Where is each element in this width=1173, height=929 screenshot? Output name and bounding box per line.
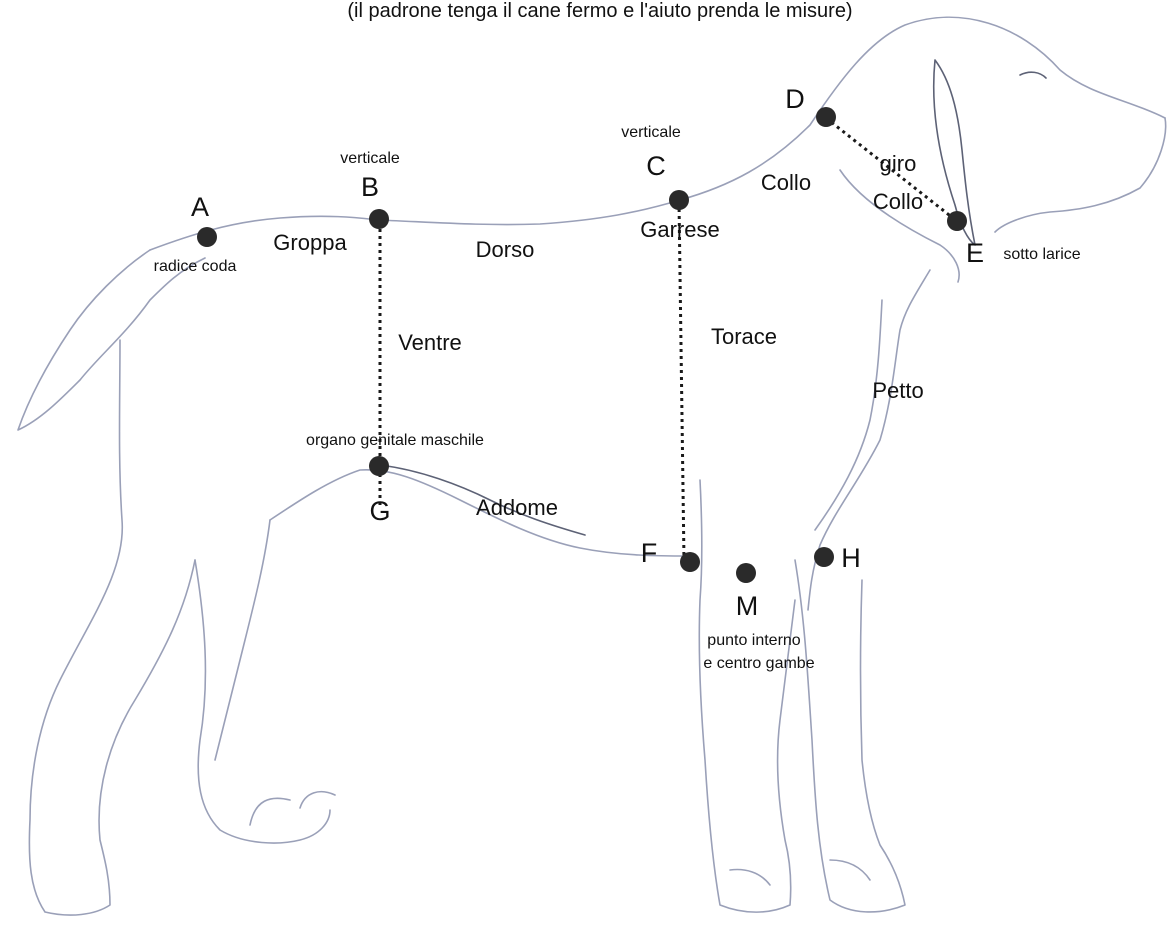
point-m: [736, 563, 756, 583]
label-collo: Collo: [761, 170, 811, 195]
label-giro-line1: giro: [880, 151, 917, 176]
hind-paw: [250, 792, 335, 825]
letter-h: H: [841, 543, 861, 573]
point-e: [947, 211, 967, 231]
hind-leg-inner-outline: [215, 520, 270, 760]
point-f: [680, 552, 700, 572]
point-d: [816, 107, 836, 127]
note-m-line2: e centro gambe: [703, 655, 814, 672]
caption: (il padrone tenga il cane fermo e l'aiut…: [347, 0, 852, 22]
dog-outline: [18, 17, 1166, 915]
point-h: [814, 547, 834, 567]
throat-outline: [840, 170, 959, 282]
measurement-points: [197, 107, 967, 583]
point-c: [669, 190, 689, 210]
note-a: radice coda: [154, 258, 237, 275]
note-m-line1: punto interno: [707, 632, 801, 649]
note-b: verticale: [340, 150, 400, 167]
label-ventre: Ventre: [398, 330, 462, 355]
letter-a: A: [191, 192, 209, 222]
letter-b: B: [361, 172, 379, 202]
letter-c: C: [646, 151, 666, 181]
chest-inner-line: [815, 300, 882, 530]
letter-f: F: [641, 538, 658, 568]
label-dorso: Dorso: [476, 237, 535, 262]
hind-leg-rear-front-line: [195, 560, 330, 843]
point-letters: A B C D E F G H M: [191, 84, 984, 621]
label-petto: Petto: [872, 378, 923, 403]
letter-m: M: [736, 591, 759, 621]
label-giro-line2: Collo: [873, 189, 923, 214]
point-g: [369, 456, 389, 476]
note-g: organo genitale maschile: [306, 432, 484, 449]
tail-outline: [18, 250, 205, 430]
measurement-lines: [380, 118, 958, 560]
letter-d: D: [785, 84, 805, 114]
label-groppa: Groppa: [273, 230, 347, 255]
point-a: [197, 227, 217, 247]
label-garrese: Garrese: [640, 217, 719, 242]
point-notes: radice coda verticale verticale sotto la…: [154, 124, 1081, 672]
hind-leg-rear-outline: [29, 340, 195, 915]
front-leg-2-outline: [795, 560, 905, 912]
note-e: sotto larice: [1003, 246, 1080, 263]
label-torace: Torace: [711, 324, 777, 349]
head-outline: [995, 118, 1166, 232]
front-paw-lines: [730, 860, 870, 885]
note-c: verticale: [621, 124, 681, 141]
letter-g: G: [369, 496, 390, 526]
torace-line: [679, 202, 684, 560]
letter-e: E: [966, 238, 984, 268]
point-b: [369, 209, 389, 229]
eye-outline: [1020, 72, 1046, 78]
label-addome: Addome: [476, 495, 558, 520]
front-leg-1-outline: [699, 480, 795, 912]
